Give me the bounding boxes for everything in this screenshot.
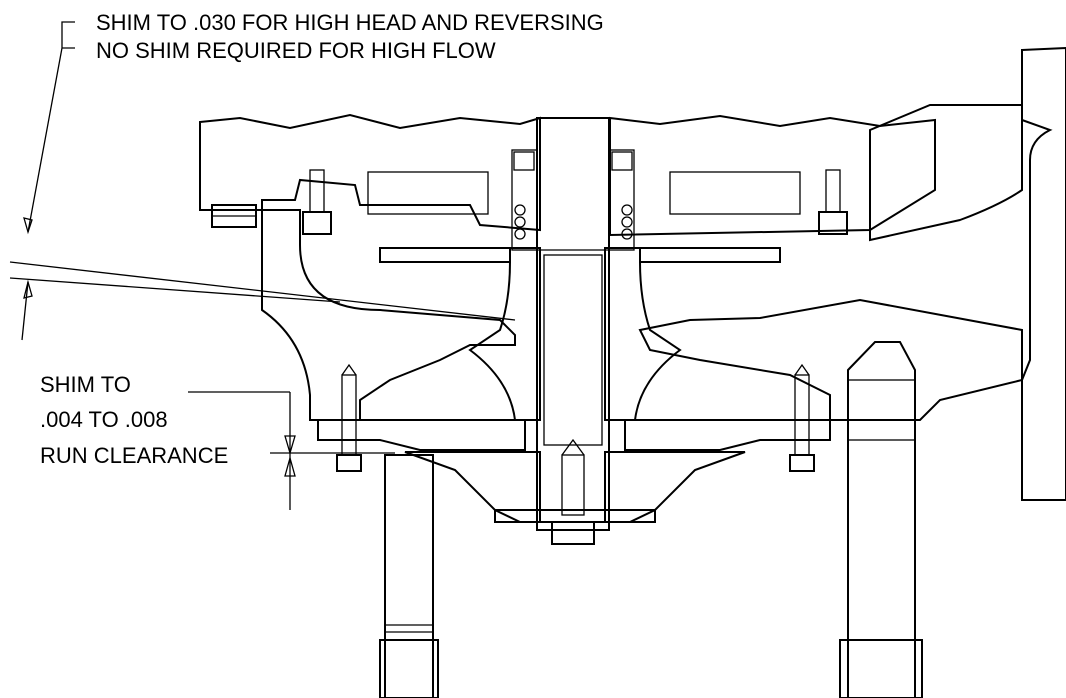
support-leg-right	[839, 341, 923, 698]
suction-cover-right	[604, 451, 746, 523]
lower-casing-left	[261, 209, 516, 421]
cap-screw-left	[302, 169, 332, 235]
wear-plate-left	[317, 419, 526, 451]
lower-casing-right	[638, 298, 1023, 421]
seal-cavity-left	[367, 171, 489, 215]
seal-cavity-right	[669, 171, 801, 215]
run-arrow-top	[284, 435, 296, 456]
stud-right	[789, 363, 815, 472]
note-no-shim-high-flow: NO SHIM REQUIRED FOR HIGH FLOW	[96, 38, 496, 63]
center-bolt	[561, 454, 585, 516]
stud-left	[336, 363, 362, 472]
casing-right-wall	[1021, 46, 1066, 501]
cap-screw-right	[818, 169, 848, 235]
shaft	[536, 117, 610, 531]
impeller-hub	[468, 247, 541, 421]
shim-arrow-top	[23, 217, 33, 235]
shim-arrow-bottom	[23, 279, 33, 299]
impeller-hub-right	[604, 247, 682, 421]
casing-right-upper	[869, 104, 1023, 242]
shim-leader	[27, 21, 75, 233]
support-leg-left	[379, 454, 439, 698]
suction-plate	[494, 509, 656, 523]
upper-casing	[199, 113, 541, 232]
center-nut	[551, 521, 595, 545]
mechanical-seal	[511, 149, 635, 251]
impeller-upper	[379, 247, 511, 263]
note-shim-high-head: SHIM TO .030 FOR HIGH HEAD AND REVERSING	[96, 10, 604, 35]
upper-casing-right	[609, 114, 936, 237]
note-run-clearance: RUN CLEARANCE	[40, 443, 228, 468]
suction-cover	[404, 451, 541, 523]
run-arrow-bottom	[284, 455, 296, 477]
shaft-sleeve	[543, 254, 603, 446]
note-run-range: .004 TO .008	[40, 407, 168, 432]
wear-plate-right	[624, 419, 831, 451]
note-run-shim-to: SHIM TO	[40, 372, 131, 397]
impeller-upper-right	[639, 247, 781, 263]
